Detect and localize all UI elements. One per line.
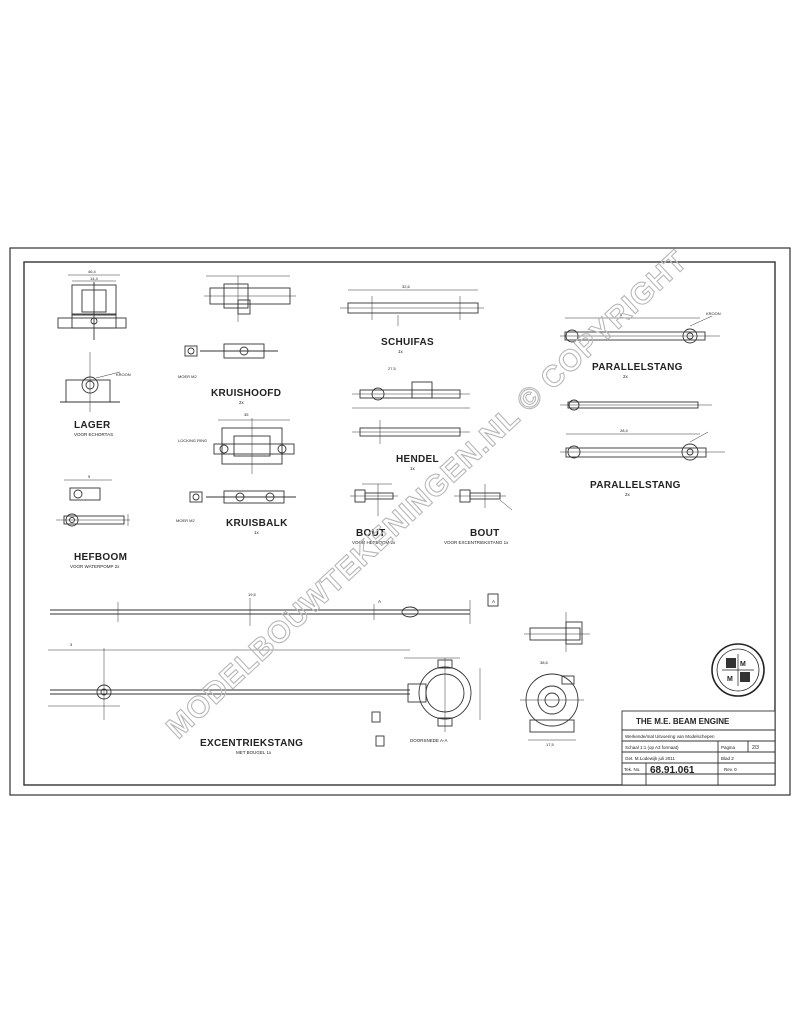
part-excentriek-detail xyxy=(520,612,590,741)
part-label-bout-1: BOUT xyxy=(356,528,386,539)
part-sub-parallelstang-2: 2x xyxy=(625,492,631,497)
part-kruishoofd xyxy=(184,275,296,359)
note-moer: MOER M2 xyxy=(178,374,197,379)
title-block-drawn-by: Get. M.Lodewijk juli 2011 xyxy=(625,756,675,761)
dim-text: 35 xyxy=(244,412,249,417)
part-sub-hefboom: VOOR WATERPOMP 2x xyxy=(70,564,120,569)
part-sub-kruisbalk: 1x xyxy=(254,530,260,535)
section-marker-a-1: A xyxy=(378,599,381,604)
dim-text: 46,4 xyxy=(88,269,97,274)
title-block-scale: Schaal 1:1 (op A3 formaat) xyxy=(625,745,679,750)
dim-text: 3 xyxy=(70,642,73,647)
note-lock: LOCKING RING xyxy=(178,438,207,443)
part-lager-dims: 46,4 14,4 KROON xyxy=(88,269,131,377)
dim-text: KROON xyxy=(116,372,131,377)
part-hefboom xyxy=(56,479,130,527)
section-marker-a-2: A xyxy=(492,599,495,604)
part-label-kruishoofd: KRUISHOOFD xyxy=(211,388,281,399)
title-block-sheet: Blad 2 xyxy=(721,756,734,761)
title-block-page-label: Pagina xyxy=(721,745,736,750)
part-label-hendel: HENDEL xyxy=(396,454,439,465)
inner-border xyxy=(23,261,776,786)
dim-text: 28,4 xyxy=(620,428,629,433)
section-label: DOORSNEDE A-A xyxy=(410,738,448,743)
part-bout-2 xyxy=(454,484,513,511)
part-lager xyxy=(57,274,127,412)
title-block-number-label: Tek. No. xyxy=(624,767,641,772)
title-block xyxy=(621,710,776,786)
part-sub-bout-2: VOOR EXCENTRIEKSTANG 1x xyxy=(444,540,509,545)
dim-text: 9 xyxy=(88,474,91,479)
part-excentriekstang xyxy=(48,593,499,747)
note-kroon: KROON xyxy=(706,311,721,316)
outer-border xyxy=(9,247,791,796)
part-kruisbalk xyxy=(189,418,296,504)
part-hendel xyxy=(352,381,470,444)
part-sub-bout-1: VOOR HEFBOOM 2x xyxy=(352,540,396,545)
part-sub-kruishoofd: 2x xyxy=(239,400,245,405)
part-label-parallelstang-1: PARALLELSTANG xyxy=(592,362,683,373)
part-label-lager: LAGER xyxy=(74,420,111,431)
note-moer-2: MOER M2 xyxy=(176,518,195,523)
dim-text: 19,5 xyxy=(248,592,257,597)
part-parallelstang-2 xyxy=(560,399,725,461)
part-label-bout-2: BOUT xyxy=(470,528,500,539)
part-label-kruisbalk: KRUISBALK xyxy=(226,518,288,529)
dim-text: 5 xyxy=(620,312,623,317)
dim-text: 32,6 xyxy=(402,284,411,289)
title-block-number: 68.91.061 xyxy=(650,765,695,776)
dim-text: 27,5 xyxy=(388,366,397,371)
title-block-page-value: 2/3 xyxy=(752,745,759,751)
part-label-hefboom: HEFBOOM xyxy=(74,552,127,563)
part-sub-lager: VOOR ECHORTAS xyxy=(74,432,113,437)
title-block-title: THE M.E. BEAM ENGINE xyxy=(636,717,730,726)
logo-seal: M M xyxy=(711,643,765,697)
title-block-rev: Rev. 0 xyxy=(724,767,737,772)
part-sub-schuifas: 1x xyxy=(398,349,404,354)
part-bout-1 xyxy=(350,483,398,516)
part-sub-excentriekstang: MET BOUGEL 1x xyxy=(236,750,272,755)
title-block-row1: Werkende/mal Uitvoering van Modelschepen xyxy=(625,734,715,739)
part-schuifas xyxy=(340,289,484,326)
dim-text: 14,4 xyxy=(90,276,99,281)
dim-text: 17,5 xyxy=(546,742,555,747)
part-sub-hendel: 1x xyxy=(410,466,416,471)
part-label-schuifas: SCHUIFAS xyxy=(381,337,434,348)
part-sub-parallelstang-1: 2x xyxy=(623,374,629,379)
svg-text:M: M xyxy=(727,676,733,683)
svg-text:M: M xyxy=(740,661,746,668)
part-label-excentriekstang: EXCENTRIEKSTANG xyxy=(200,738,303,749)
dim-text: 38,6 xyxy=(540,660,549,665)
part-parallelstang-1 xyxy=(560,315,720,344)
part-label-parallelstang-2: PARALLELSTANG xyxy=(590,480,681,491)
